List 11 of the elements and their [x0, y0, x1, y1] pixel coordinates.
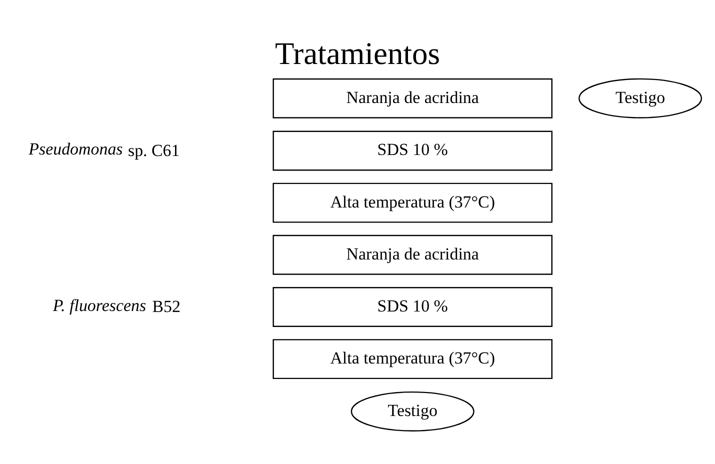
node-ellipse: Testigo	[578, 78, 702, 118]
node-box: Alta temperatura (37°C)	[272, 338, 552, 379]
node-box: Naranja de acridina	[272, 78, 552, 118]
label: P. fluorescens B52	[52, 295, 180, 316]
node-box: SDS 10 %	[272, 286, 552, 326]
node-box: Naranja de acridina	[272, 234, 552, 274]
label: Pseudomonas sp. C61	[28, 139, 180, 160]
node-ellipse: Testigo	[350, 390, 474, 431]
node-box: Alta temperatura (37°C)	[272, 182, 552, 222]
diagram-title: Tratamientos	[275, 35, 440, 70]
node-box: SDS 10 %	[272, 130, 552, 170]
